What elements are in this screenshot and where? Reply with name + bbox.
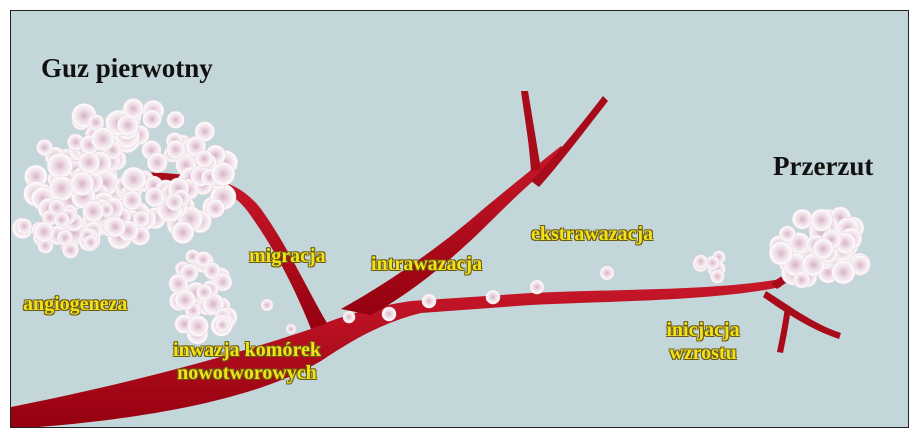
invasion-label-line2: nowotworowych <box>137 362 357 385</box>
tumor-cell <box>195 252 210 267</box>
tumor-cell <box>34 222 54 242</box>
tumor-cell <box>175 290 195 310</box>
tumor-cell <box>286 324 296 334</box>
tumor-cell <box>57 230 73 246</box>
tumor-cell <box>70 172 94 196</box>
growth-label-line2: wzrostu <box>643 342 763 365</box>
tumor-cell <box>54 212 69 227</box>
tumor-cell <box>813 239 834 260</box>
tumor-cell <box>600 266 614 280</box>
tumor-cell <box>779 226 795 242</box>
tumor-cell <box>123 98 143 118</box>
tumor-cell <box>172 221 194 243</box>
tumor-cell <box>261 299 273 311</box>
tumor-cell <box>694 255 708 269</box>
tumor-cell <box>147 153 167 173</box>
tumor-cell <box>47 153 72 178</box>
tumor-cell <box>49 176 74 201</box>
tumor-cell <box>710 270 724 284</box>
tumor-cell <box>167 140 185 158</box>
tumor-cell <box>36 139 52 155</box>
tumor-cell <box>382 307 396 321</box>
intravasation-label: intrawazacja <box>371 253 482 276</box>
tumor-cell <box>122 167 146 191</box>
primary-tumor-title: Guz pierwotny <box>41 53 213 84</box>
tumor-cell <box>196 284 212 300</box>
angiogenesis-label: angiogeneza <box>23 293 127 316</box>
tumor-cell <box>343 311 355 323</box>
growth-initiation-label: inicjacja wzrostu <box>643 319 763 365</box>
tumor-cell <box>122 191 141 210</box>
diagram-frame: Guz pierwotny Przerzut angiogeneza migra… <box>10 10 909 428</box>
tumor-cell <box>422 294 436 308</box>
tumor-cell <box>769 241 793 265</box>
tumor-cell <box>187 316 208 337</box>
invasion-label: inwazja komórek nowotworowych <box>137 339 357 385</box>
tumor-cell <box>166 194 183 211</box>
tumor-cell <box>196 150 213 167</box>
tumor-cell <box>145 187 164 206</box>
metastasis-title: Przerzut <box>773 151 873 182</box>
tumor-cell <box>215 318 229 332</box>
tumor-cell <box>792 209 812 229</box>
tumor-cell <box>810 209 832 231</box>
tumor-cell <box>211 162 235 186</box>
tumor-cell <box>83 235 97 249</box>
migration-label: migracja <box>249 245 326 268</box>
metastasis-cluster <box>693 207 871 288</box>
invasion-label-line1: inwazja komórek <box>137 339 357 362</box>
tumor-cell <box>105 217 125 237</box>
tumor-cell <box>167 111 184 128</box>
tumor-cell <box>832 260 856 284</box>
extravasation-label: ekstrawazacja <box>531 223 653 246</box>
tumor-cell <box>486 290 500 304</box>
growth-label-line1: inicjacja <box>643 319 763 342</box>
tumor-cell <box>83 201 104 222</box>
tumor-cell <box>91 127 114 150</box>
tumor-cell <box>78 151 100 173</box>
tumor-cell <box>143 110 162 129</box>
tumor-cell <box>530 280 544 294</box>
tumor-cell <box>195 122 215 142</box>
tumor-cell <box>17 219 32 234</box>
